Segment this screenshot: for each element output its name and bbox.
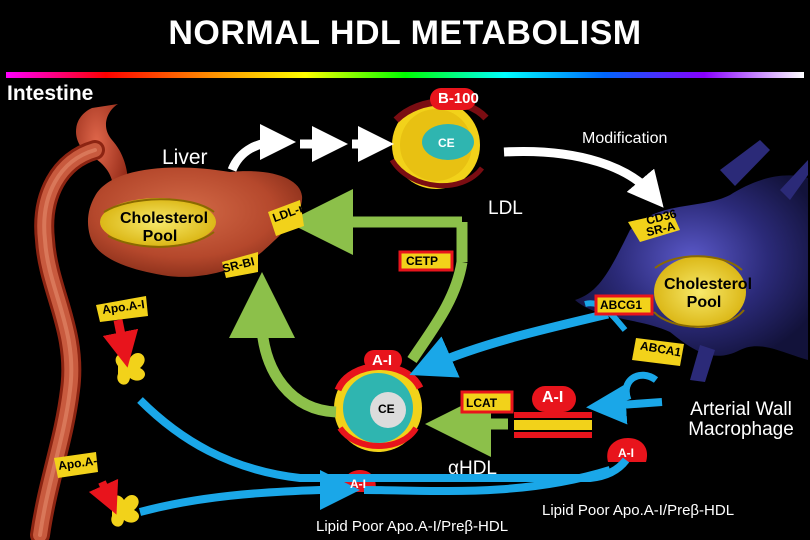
white-flow-arrows [227, 124, 664, 208]
apoa1-curl-lower [109, 494, 140, 527]
sr-bi-receptor-badge [222, 252, 258, 278]
abcg1-box [594, 294, 654, 316]
cetp-box [398, 250, 454, 272]
intestine-label: Intestine [7, 82, 94, 105]
center-a1-label: A-I [350, 477, 366, 491]
lipid-poor-center-label: Lipid Poor Apo.A-I/Preβ-HDL [316, 518, 509, 535]
hdl-ce-label: CE [378, 402, 395, 416]
macrophage-cholesterol-pool [654, 256, 746, 328]
lipid-poor-right-label: Lipid Poor Apo.A-I/Preβ-HDL [542, 502, 735, 519]
slide-title: NORMAL HDL METABOLISM [168, 14, 642, 52]
cetp-transfer-arrow [407, 261, 468, 364]
apoa1-secretion-arrow-lower [88, 478, 119, 515]
abca1-efflux-arrow [586, 384, 663, 425]
liver-cholesterol-pool-label: Cholesterol Pool [120, 210, 209, 245]
green-flow-arrows [229, 189, 610, 457]
abca1-receptor-badge [632, 338, 684, 366]
sr-bi-uptake-arrow [229, 272, 337, 418]
intestinal-apoa1-arrow [138, 470, 360, 516]
apoa1-upper-badge [96, 296, 148, 322]
nascent-hdl-disc [514, 386, 592, 438]
liver-label: Liver [162, 146, 208, 169]
macrophage-illustration [575, 140, 808, 382]
macrophage-cholesterol-pool-label: Cholesterol Pool [664, 276, 753, 311]
b100-label: B-100 [438, 90, 479, 107]
apoa1-curl-upper [115, 352, 146, 385]
modification-label: Modification [582, 130, 668, 147]
lipid-poor-return-arrow [137, 397, 630, 482]
rainbow-divider [6, 72, 804, 78]
arterial-wall-macrophage-label: Arterial Wall Macrophage [688, 399, 794, 440]
apoa1-secretion-arrow-upper [102, 319, 139, 368]
abcg1-label: ABCG1 [600, 298, 643, 312]
hdl-particle [334, 350, 424, 452]
lcat-label: LCAT [466, 396, 498, 410]
ce-ldl-label: CE [438, 136, 455, 150]
disc-a1-label: A-I [542, 389, 564, 406]
hdl-a1-label: A-I [372, 352, 392, 369]
apoa1-glyph-right [607, 438, 648, 462]
lcat-box [460, 390, 514, 414]
right-a1-label: A-I [618, 446, 634, 460]
ldl-receptor-badge [268, 200, 304, 236]
apoa1-lower-badge [54, 452, 98, 478]
abcg1-efflux-arrow [409, 309, 610, 378]
alpha-hdl-label: αHDL [448, 458, 497, 479]
ldl-particle [389, 88, 489, 189]
liver-cholesterol-pool [100, 198, 216, 246]
ldl-label: LDL [488, 198, 523, 219]
cd36-receptor-badge [628, 212, 680, 242]
liver-illustration [87, 167, 303, 277]
cetp-label: CETP [406, 254, 439, 268]
blue-flow-arrows [137, 300, 663, 516]
